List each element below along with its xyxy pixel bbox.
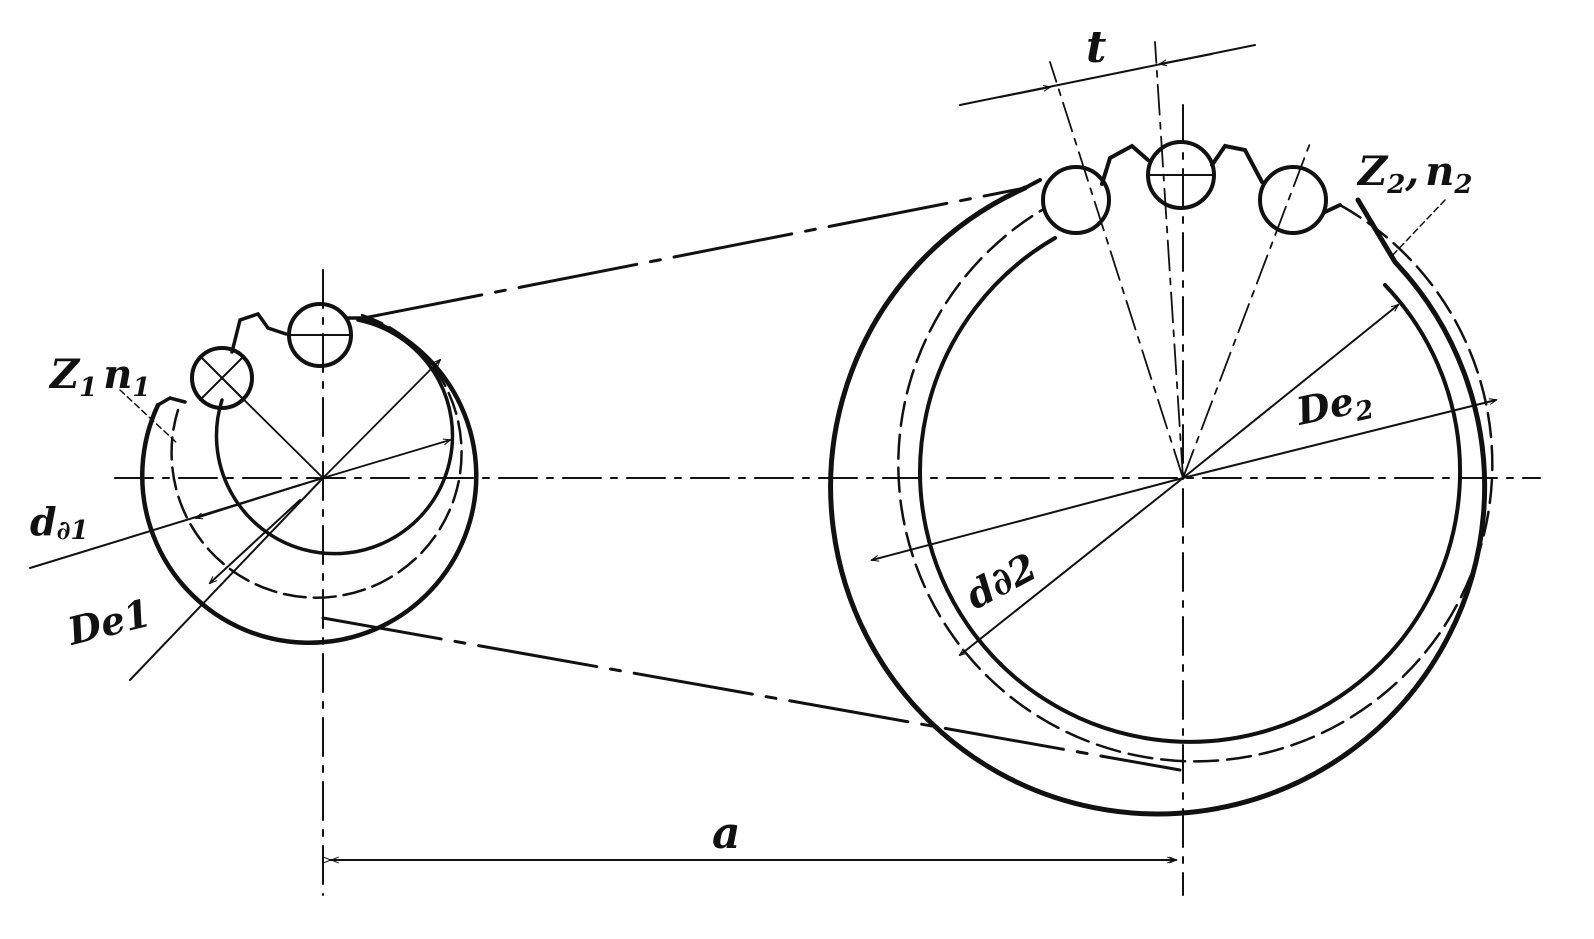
- dd2-dimension-line: [872, 477, 1184, 560]
- small-roller-1: [190, 346, 254, 410]
- dd1-main: d: [30, 499, 57, 544]
- small-sprocket-outer-rim: [140, 315, 479, 645]
- small-radial-2: [322, 360, 440, 479]
- z2-leader: [1389, 199, 1446, 259]
- small-sprocket-teeth-profile: [156, 311, 366, 407]
- small-sprocket: [140, 302, 479, 645]
- de2-sub: 2: [1352, 395, 1377, 428]
- pitch-label: t: [1086, 22, 1106, 73]
- de2-label: De2: [1292, 374, 1377, 440]
- de2-dimension-line: [1182, 400, 1496, 479]
- dd1-arrow: [196, 484, 301, 518]
- chain-upper-strand: [362, 186, 1027, 320]
- z1-leader: [119, 389, 179, 445]
- de2-main: De: [1292, 378, 1358, 434]
- z1-sub: 1: [79, 373, 97, 403]
- n2-main: n: [1425, 148, 1454, 195]
- n2-sub: 2: [1453, 170, 1472, 200]
- dd2-label: d∂2: [958, 544, 1044, 618]
- n1-sub: 1: [132, 373, 150, 403]
- n1-main: n: [103, 351, 132, 398]
- pitch-arrow-right: [1160, 53, 1213, 64]
- large-sprocket-outer-rim: [828, 185, 1488, 817]
- de1-arrow: [210, 499, 301, 583]
- large-radial-1: [1049, 61, 1184, 479]
- large-radial-3: [1182, 137, 1313, 479]
- dd1-sub: ∂1: [57, 516, 89, 546]
- large-radial-2: [1154, 41, 1184, 479]
- z2-main: Z: [1356, 148, 1389, 195]
- large-sprocket-inner-rim: [918, 236, 1463, 744]
- center-distance-label: a: [712, 808, 741, 859]
- chain-lower-strand: [321, 616, 1182, 772]
- large-roller-1: [1041, 165, 1111, 235]
- pitch-arrow-left: [999, 87, 1050, 98]
- de1-dimension-line: [129, 477, 324, 681]
- z1-main: Z: [48, 351, 81, 398]
- de1-label: De1: [62, 590, 155, 654]
- small-sprocket-inner-rim: [214, 318, 455, 556]
- large-sprocket-teeth-profile: [1023, 143, 1342, 214]
- large-radial-arrow-1: [1182, 305, 1398, 479]
- z2-sub: 2: [1386, 170, 1405, 200]
- large-roller-3: [1258, 165, 1328, 235]
- z2-n2-label: Z2,n2: [1356, 148, 1472, 200]
- large-radial-arrow-4: [960, 477, 1184, 655]
- large-sprocket-pitch-circle: [897, 203, 1494, 763]
- dd1-label: d∂1: [30, 499, 89, 546]
- z2-sep: ,: [1404, 148, 1419, 195]
- small-radial-3: [322, 440, 450, 479]
- small-radial-1: [221, 377, 324, 479]
- small-sprocket-pitch-circle: [170, 313, 463, 599]
- large-sprocket: [828, 41, 1496, 817]
